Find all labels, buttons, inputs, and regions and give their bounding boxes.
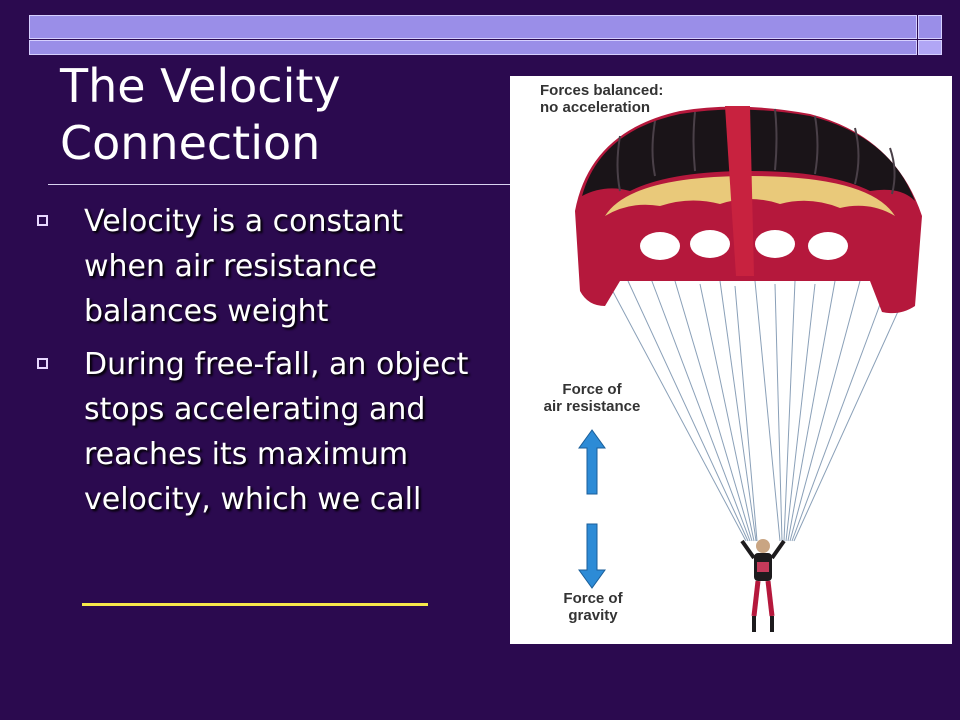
bullet-text: Velocity is a constant when air resistan…	[84, 204, 404, 329]
forces-balanced-line-1: Forces balanced:	[540, 82, 664, 99]
header-square-top	[918, 15, 942, 39]
bullet-item: Velocity is a constant when air resistan…	[32, 199, 492, 334]
air-resistance-label: Force of air resistance	[542, 381, 642, 415]
parachute-illustration	[575, 106, 922, 632]
forces-balanced-label: Forces balanced: no acceleration	[540, 82, 663, 116]
header-square-bottom	[918, 40, 942, 55]
forces-balanced-line-2: no acceleration	[540, 99, 651, 116]
bullet-item: During free-fall, an object stops accele…	[32, 342, 492, 522]
parachute-figure: Forces balanced: no acceleration Force o…	[510, 76, 952, 644]
air-resistance-line-1: Force of	[562, 381, 622, 398]
header-band-top	[29, 15, 917, 39]
arrow-down-icon	[578, 523, 606, 589]
slide-title: The Velocity Connection	[60, 58, 500, 172]
air-resistance-line-2: air resistance	[543, 398, 641, 415]
title-divider	[48, 184, 513, 185]
gravity-label: Force of gravity	[548, 590, 638, 624]
square-bullet-icon	[37, 358, 48, 369]
slide-title-line-1: The Velocity	[60, 59, 341, 113]
square-bullet-icon	[37, 215, 48, 226]
decorative-header-bar	[29, 15, 942, 55]
gravity-line-1: Force of	[563, 590, 623, 607]
gravity-line-2: gravity	[568, 607, 618, 624]
arrow-up-icon	[578, 429, 606, 495]
header-band-bottom	[29, 40, 917, 55]
slide-title-line-2: Connection	[60, 116, 321, 170]
bullet-list: Velocity is a constant when air resistan…	[32, 199, 492, 530]
fill-in-blank-line	[82, 603, 428, 606]
bullet-text: During free-fall, an object stops accele…	[84, 347, 469, 517]
skydiver-icon	[740, 539, 786, 632]
